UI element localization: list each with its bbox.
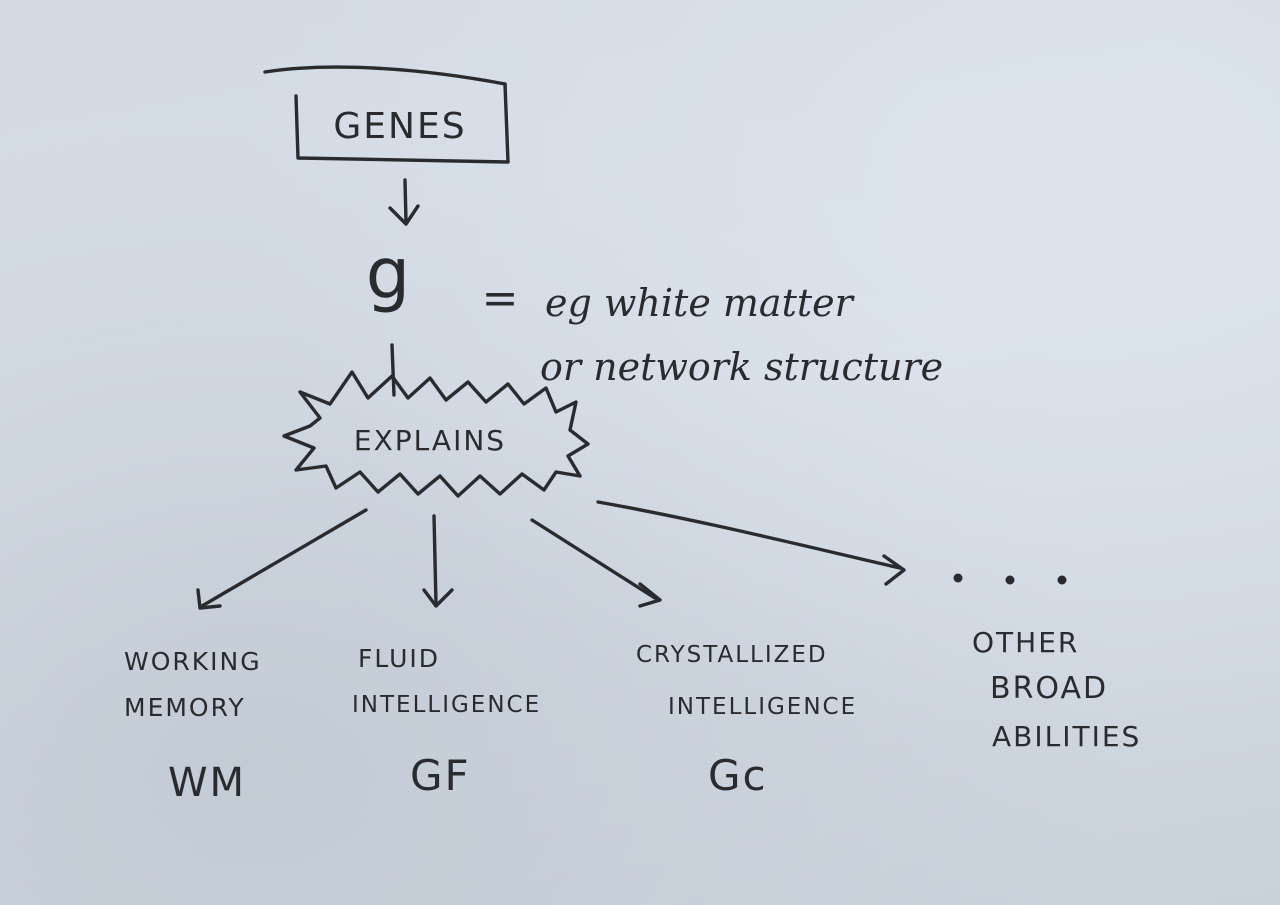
explains-burst (282, 370, 590, 498)
other-broad-abilities-node: OTHER BROAD ABILITIES (972, 626, 1141, 753)
working-memory-node: WORKING MEMORY WM (124, 647, 262, 806)
arrow-to-crystallized-intelligence (530, 518, 662, 608)
g-annotation: = eg white matter or network structure (482, 273, 944, 389)
crystallized-intelligence-abbrev: Gc (708, 751, 768, 800)
annotation-line-1: eg white matter (545, 281, 856, 325)
other-abilities-line-3: ABILITIES (992, 720, 1141, 753)
arrow-to-working-memory (196, 508, 368, 610)
working-memory-abbrev: WM (168, 760, 246, 806)
crystallized-intelligence-line-2: INTELLIGENCE (668, 694, 857, 720)
arrow-to-fluid-intelligence (422, 514, 454, 608)
genes-label: GENES (333, 106, 466, 147)
fluid-intelligence-node: FLUID INTELLIGENCE GF (352, 644, 541, 800)
fluid-intelligence-abbrev: GF (410, 751, 471, 800)
other-abilities-line-2: BROAD (990, 671, 1108, 706)
other-abilities-line-1: OTHER (972, 626, 1079, 659)
crystallized-intelligence-node: CRYSTALLIZED INTELLIGENCE Gc (636, 642, 857, 800)
fluid-intelligence-line-2: INTELLIGENCE (352, 692, 541, 718)
working-memory-line-2: MEMORY (124, 693, 246, 722)
working-memory-line-1: WORKING (124, 647, 262, 676)
equals-sign: = (482, 273, 519, 324)
genes-box-top-stroke (263, 65, 507, 86)
explains-node: EXPLAINS (282, 370, 590, 498)
genes-box (294, 82, 510, 164)
fluid-intelligence-line-1: FLUID (358, 644, 440, 673)
g-factor-label: g (366, 233, 410, 315)
crystallized-intelligence-line-1: CRYSTALLIZED (636, 642, 828, 668)
genes-node: GENES (263, 65, 510, 164)
connector-g-to-explains (390, 343, 396, 397)
arrow-to-other-abilities (596, 500, 906, 586)
annotation-line-2: or network structure (540, 345, 943, 389)
explains-label: EXPLAINS (354, 424, 506, 457)
ellipsis (953, 573, 1067, 585)
arrow-genes-to-g (388, 178, 420, 226)
